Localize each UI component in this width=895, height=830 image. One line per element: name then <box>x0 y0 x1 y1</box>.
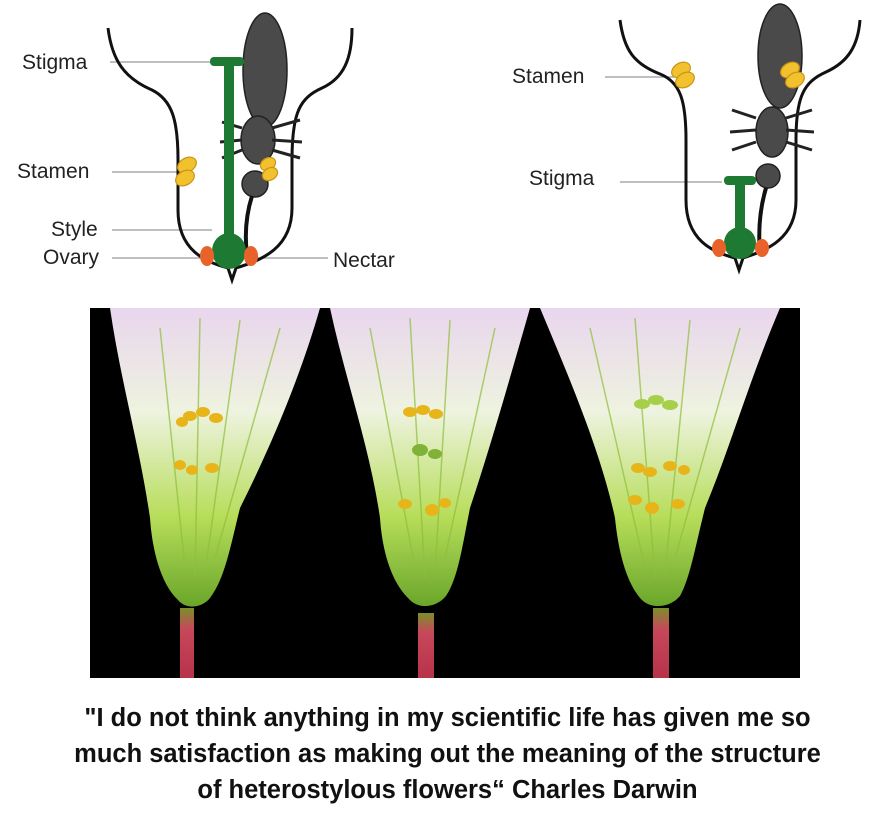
style-label: Style <box>51 218 98 241</box>
quote-line-1: "I do not think anything in my scientifi… <box>84 704 811 732</box>
leader-lines <box>110 61 328 259</box>
leader-lines <box>605 76 722 183</box>
heterostylous-flowers-photo <box>90 308 800 678</box>
pistil <box>724 176 756 259</box>
flower-long-style <box>110 308 320 678</box>
nectar-drops <box>200 246 258 266</box>
stamen-label: Stamen <box>512 65 585 88</box>
nectar-label: Nectar <box>333 249 395 272</box>
long-style-flower-drawing <box>106 12 354 285</box>
corolla-outline <box>618 19 862 275</box>
darwin-quote: "I do not think anything in my scientifi… <box>0 700 895 808</box>
short-style-flower-diagram: Stamen Stigma <box>450 0 895 290</box>
flower-mid-style <box>330 308 530 678</box>
long-style-flower-diagram: Stigma Stamen Style Ovary Nectar <box>0 0 440 290</box>
short-style-flower-drawing <box>605 3 862 275</box>
stigma-label: Stigma <box>22 51 88 74</box>
quote-line-3: of heterostylous flowers“ Charles Darwin <box>197 776 698 804</box>
flower-short-style <box>540 308 780 678</box>
ovary-label: Ovary <box>43 246 100 269</box>
stigma-label: Stigma <box>529 167 595 190</box>
corolla-outline <box>106 27 354 285</box>
pollen <box>671 61 805 89</box>
nectar-drops <box>712 239 769 257</box>
flowers-illustration <box>110 308 780 678</box>
pollen <box>175 156 279 187</box>
stamen-label: Stamen <box>17 160 90 183</box>
quote-line-2: much satisfaction as making out the mean… <box>74 740 821 768</box>
pistil <box>210 57 246 269</box>
